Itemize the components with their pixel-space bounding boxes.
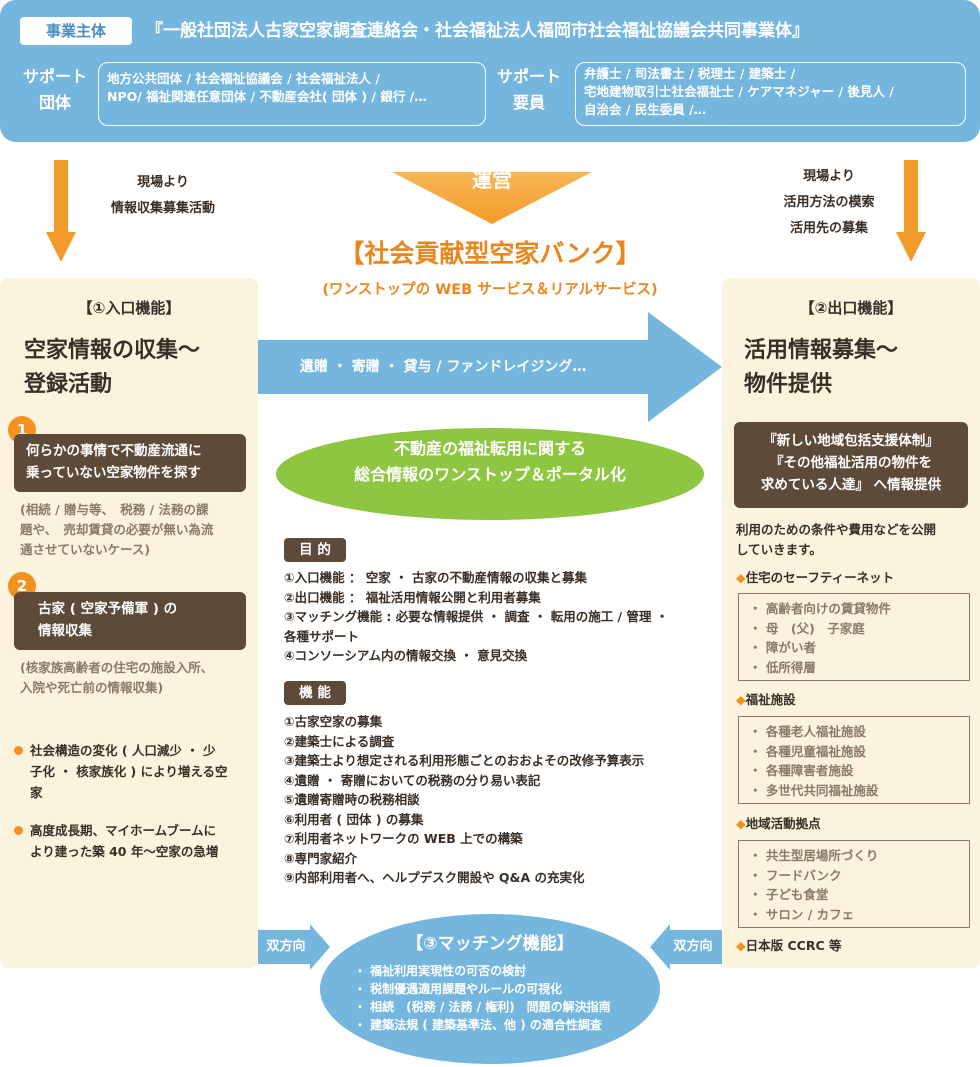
arrow-down-left-icon [46, 160, 76, 262]
entry-function-head: 【①入口機能】 [77, 299, 181, 317]
bidirectional-arrow-right-icon [650, 924, 722, 970]
matching-title: 【③マッチング機能】 [406, 934, 574, 954]
note-left: 現場より 情報収集募集活動 [110, 175, 215, 216]
top-banner [0, 0, 980, 142]
bullet-dot-icon [14, 826, 23, 835]
safety-net-list: ・ 高齢者向けの賃貸物件 ・ 母 (父) 子家庭 ・ 障がい者 ・ 低所得層 [738, 593, 970, 681]
matching-list: ・ 福祉利用実現性の可否の検討 ・ 税制優遇適用課題やルールの可視化 ・ 相続 … [354, 964, 611, 1032]
bank-subtitle: (ワンストップの WEB サービス＆リアルサービス) [322, 282, 658, 298]
diamond-icon: ◆ [736, 938, 746, 953]
bidirectional-label-left: 双方向 [266, 939, 306, 954]
diamond-icon: ◆ [736, 570, 746, 585]
functions-tag: 機 能 [284, 681, 346, 705]
portal-oval [276, 428, 704, 520]
left-bullet-1: 社会構造の変化 ( 人口減少 ・ 少 子化 ・ 核家族化 ) により増える空 家 [14, 740, 250, 803]
section-head-welfare-facilities: ◆福祉施設 [736, 692, 796, 707]
step-2-note: (核家族高齢者の住宅の施設入所、 入院や死亡前の情報収集) [20, 660, 214, 695]
step-1-note: (相続 / 贈与等、 税務 / 法務の課 題や、 売却賃貸の必要が無い為流 通さ… [20, 502, 214, 557]
support-staff-label: サポート 要員 [496, 67, 561, 112]
management-label: 運営 [472, 168, 512, 192]
exit-desc: 利用のための条件や費用などを公開 していきます。 [736, 522, 937, 557]
bullet-dot-icon [14, 746, 23, 755]
functions-list: ①古家空家の募集 ②建築士による調査 ③建築士より想定される利用形態ごとのおおよ… [284, 714, 645, 885]
support-staff-box: 弁護士 / 司法書士 / 税理士 / 建築士 / 宅地建物取引士社会福祉士 / … [575, 62, 966, 126]
section-head-community-hubs: ◆地域活動拠点 [736, 816, 821, 831]
exit-info-box: 『新しい地域包括支援体制』 『その他福祉活用の物件を 求めている人達』 へ情報提… [734, 422, 968, 508]
portal-text: 不動産の福祉転用に関する 総合情報のワンストップ＆ポータル化 [354, 439, 626, 484]
support-org-label: サポート 団体 [22, 67, 87, 112]
diamond-icon: ◆ [736, 816, 746, 831]
bidirectional-label-right: 双方向 [673, 939, 713, 954]
exit-function-head: 【②出口機能】 [799, 299, 903, 317]
step-2-box: 古家 ( 空家予備軍 ) の 情報収集 [14, 592, 246, 650]
exit-function-title: 活用情報募集～ 物件提供 [744, 338, 899, 397]
section-head-ccrc: ◆日本版 CCRC 等 [736, 938, 842, 953]
purpose-tag: 目 的 [284, 538, 346, 562]
support-org-box: 地方公共団体 / 社会福祉協議会 / 社会福祉法人 / NPO/ 福祉関連任意団… [98, 62, 486, 126]
purpose-list: ①入口機能 ： 空家 ・ 古家の不動産情報の収集と募集 ②出口機能 ： 福祉活用… [284, 570, 669, 663]
section-head-safety-net: ◆住宅のセーフティーネット [736, 570, 895, 585]
arrow-down-right-icon [896, 160, 926, 262]
operator-label: 事業主体 [20, 17, 132, 45]
bank-title: 【社会貢献型空家バンク】 [339, 239, 641, 268]
diamond-icon: ◆ [736, 692, 746, 707]
flow-arrow-text: 遺贈 ・ 寄贈 ・ 貸与 / ファンドレイジング… [300, 359, 587, 375]
management-funnel-icon [392, 172, 592, 224]
entry-function-title: 空家情報の収集～ 登録活動 [24, 338, 201, 397]
note-right: 現場より 活用方法の模索 活用先の募集 [783, 169, 875, 236]
left-bullet-2: 高度成長期、マイホームブームに より建った築 40 年～空家の急増 [14, 820, 250, 862]
operator-name: 『一般社団法人古家空家調査連絡会・社会福祉法人福岡市社会福祉協議会共同事業体』 [146, 21, 809, 41]
welfare-facilities-list: ・ 各種老人福祉施設 ・ 各種児童福祉施設 ・ 各種障害者施設 ・ 多世代共同福… [738, 716, 970, 804]
matching-oval [320, 914, 660, 1064]
step-1-box: 何らかの事情で不動産流通に 乗っていない空家物件を探す [14, 434, 246, 492]
flow-arrow-icon [258, 312, 722, 422]
community-hubs-list: ・ 共生型居場所づくり ・ フードバンク ・ 子ども食堂 ・ サロン / カフェ [738, 840, 970, 928]
bidirectional-arrow-left-icon [258, 924, 330, 970]
